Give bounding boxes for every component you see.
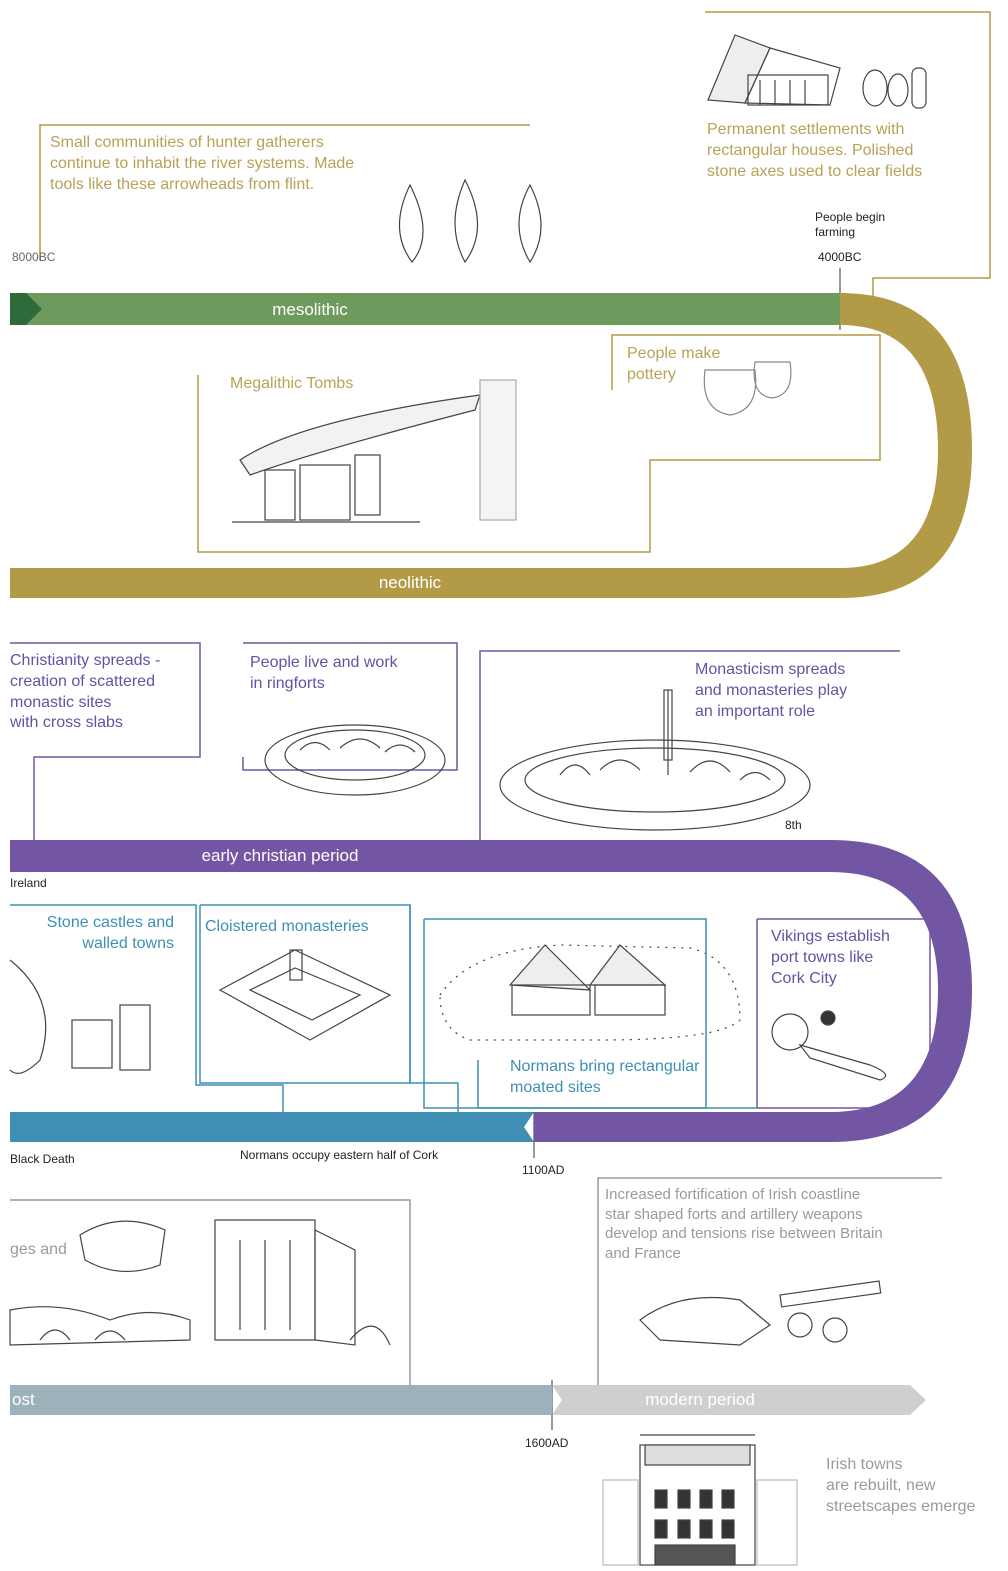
caption-cloistered: Cloistered monasteries [205,918,369,935]
townhouse-drawing [602,1434,798,1566]
period-label-early-christian: early christian period [201,846,359,865]
mill-building-drawing [214,1219,391,1346]
caption-stone-castles: Stone castles and walled towns [46,914,174,952]
monasticism-frame [479,650,900,840]
caption-monasticism: Monasticism spreads and monasteries play… [695,661,848,720]
date-1600ad: 1600AD [525,1436,569,1450]
caption-ringforts: People live and work in ringforts [250,654,398,692]
settlements-frame [705,11,991,300]
event-ireland: Ireland [10,876,47,890]
neolithic-band [10,293,972,598]
event-black-death: Black Death [10,1152,75,1166]
star-fort-cannon-drawing [639,1280,882,1346]
pottery-drawing [703,361,792,416]
period-label-modern: modern period [645,1390,755,1409]
mesolithic-start-arrow [10,293,42,325]
period-label-neolithic: neolithic [378,573,442,592]
caption-christianity: Christianity spreads - creation of scatt… [10,652,161,732]
bridges-frame [10,1199,411,1385]
caption-bridges: ges and [10,1241,67,1258]
date-8000bc: 8000BC [12,250,56,264]
stone-axes-drawing [862,67,927,109]
modern-band [552,1385,926,1415]
viking-artefacts-drawing [771,1010,887,1081]
ringforts-frame [242,642,458,771]
stone-castles-frame [10,904,284,1112]
flint-arrowheads-drawing [398,178,542,264]
caption-hunter-gatherers: Small communities of hunter gatherers co… [50,134,355,193]
event-farming: People begin farming [815,210,886,239]
monastery-date-label: 8th [785,818,802,832]
megalithic-tomb-drawing [232,379,517,523]
caption-settlements: Permanent settlements with rectangular h… [707,121,923,180]
post-medieval-band [10,1385,552,1415]
caption-pottery: People make pottery [627,345,721,383]
period-label-post-medieval: ost [12,1390,35,1409]
date-1100ad: 1100AD [522,1163,565,1177]
megalithic-frame [197,334,881,553]
caption-towns: Irish towns are rebuilt, new streetscape… [826,1456,976,1515]
early-christian-band [10,840,972,1142]
ringfort-drawing [264,724,446,796]
mesolithic-band [10,293,845,325]
monastery-drawing [499,689,811,831]
date-4000bc: 4000BC [818,250,862,264]
hunter-gatherers-frame [39,124,530,260]
neolithic-house-drawing [707,34,841,106]
fortification-frame [597,1177,942,1385]
event-normans-occupy: Normans occupy eastern half of Cork [240,1148,439,1162]
moated-site-drawing [439,944,741,1041]
period-label-mesolithic: mesolithic [272,300,348,319]
bridge-drawing [9,1220,191,1346]
medieval-band [10,1112,534,1142]
christianity-frame [10,642,201,840]
caption-fortification: Increased fortification of Irish coastli… [605,1186,883,1262]
caption-normans-moated: Normans bring rectangular moated sites [510,1058,700,1096]
caption-vikings: Vikings establish port towns like Cork C… [771,928,890,987]
cloistered-monastery-drawing [218,949,392,1041]
normans-text-frame [477,1060,757,1109]
stone-castle-drawing [9,959,151,1074]
caption-megalithic: Megalithic Tombs [230,375,354,392]
normans-moated-frame [409,905,459,1112]
